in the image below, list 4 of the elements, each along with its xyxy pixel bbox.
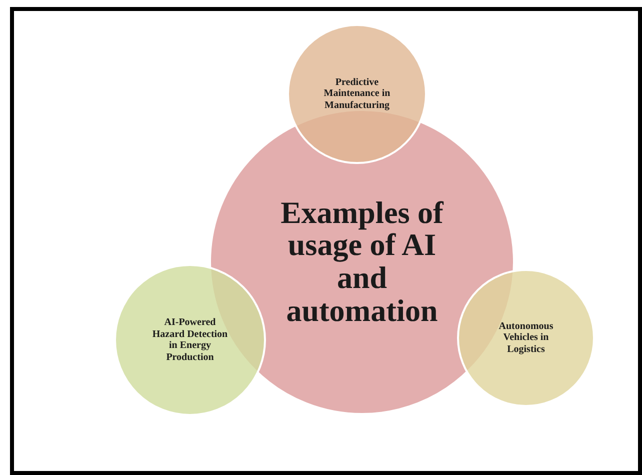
- topic-label: Predictive Maintenance in Manufacturing: [322, 76, 392, 112]
- center-title: Examples of usage of AI and automation: [280, 196, 445, 328]
- topic-label: AI-Powered Hazard Detection in Energy Production: [151, 317, 229, 363]
- topic-label: Autonomous Vehicles in Logistics: [498, 320, 554, 356]
